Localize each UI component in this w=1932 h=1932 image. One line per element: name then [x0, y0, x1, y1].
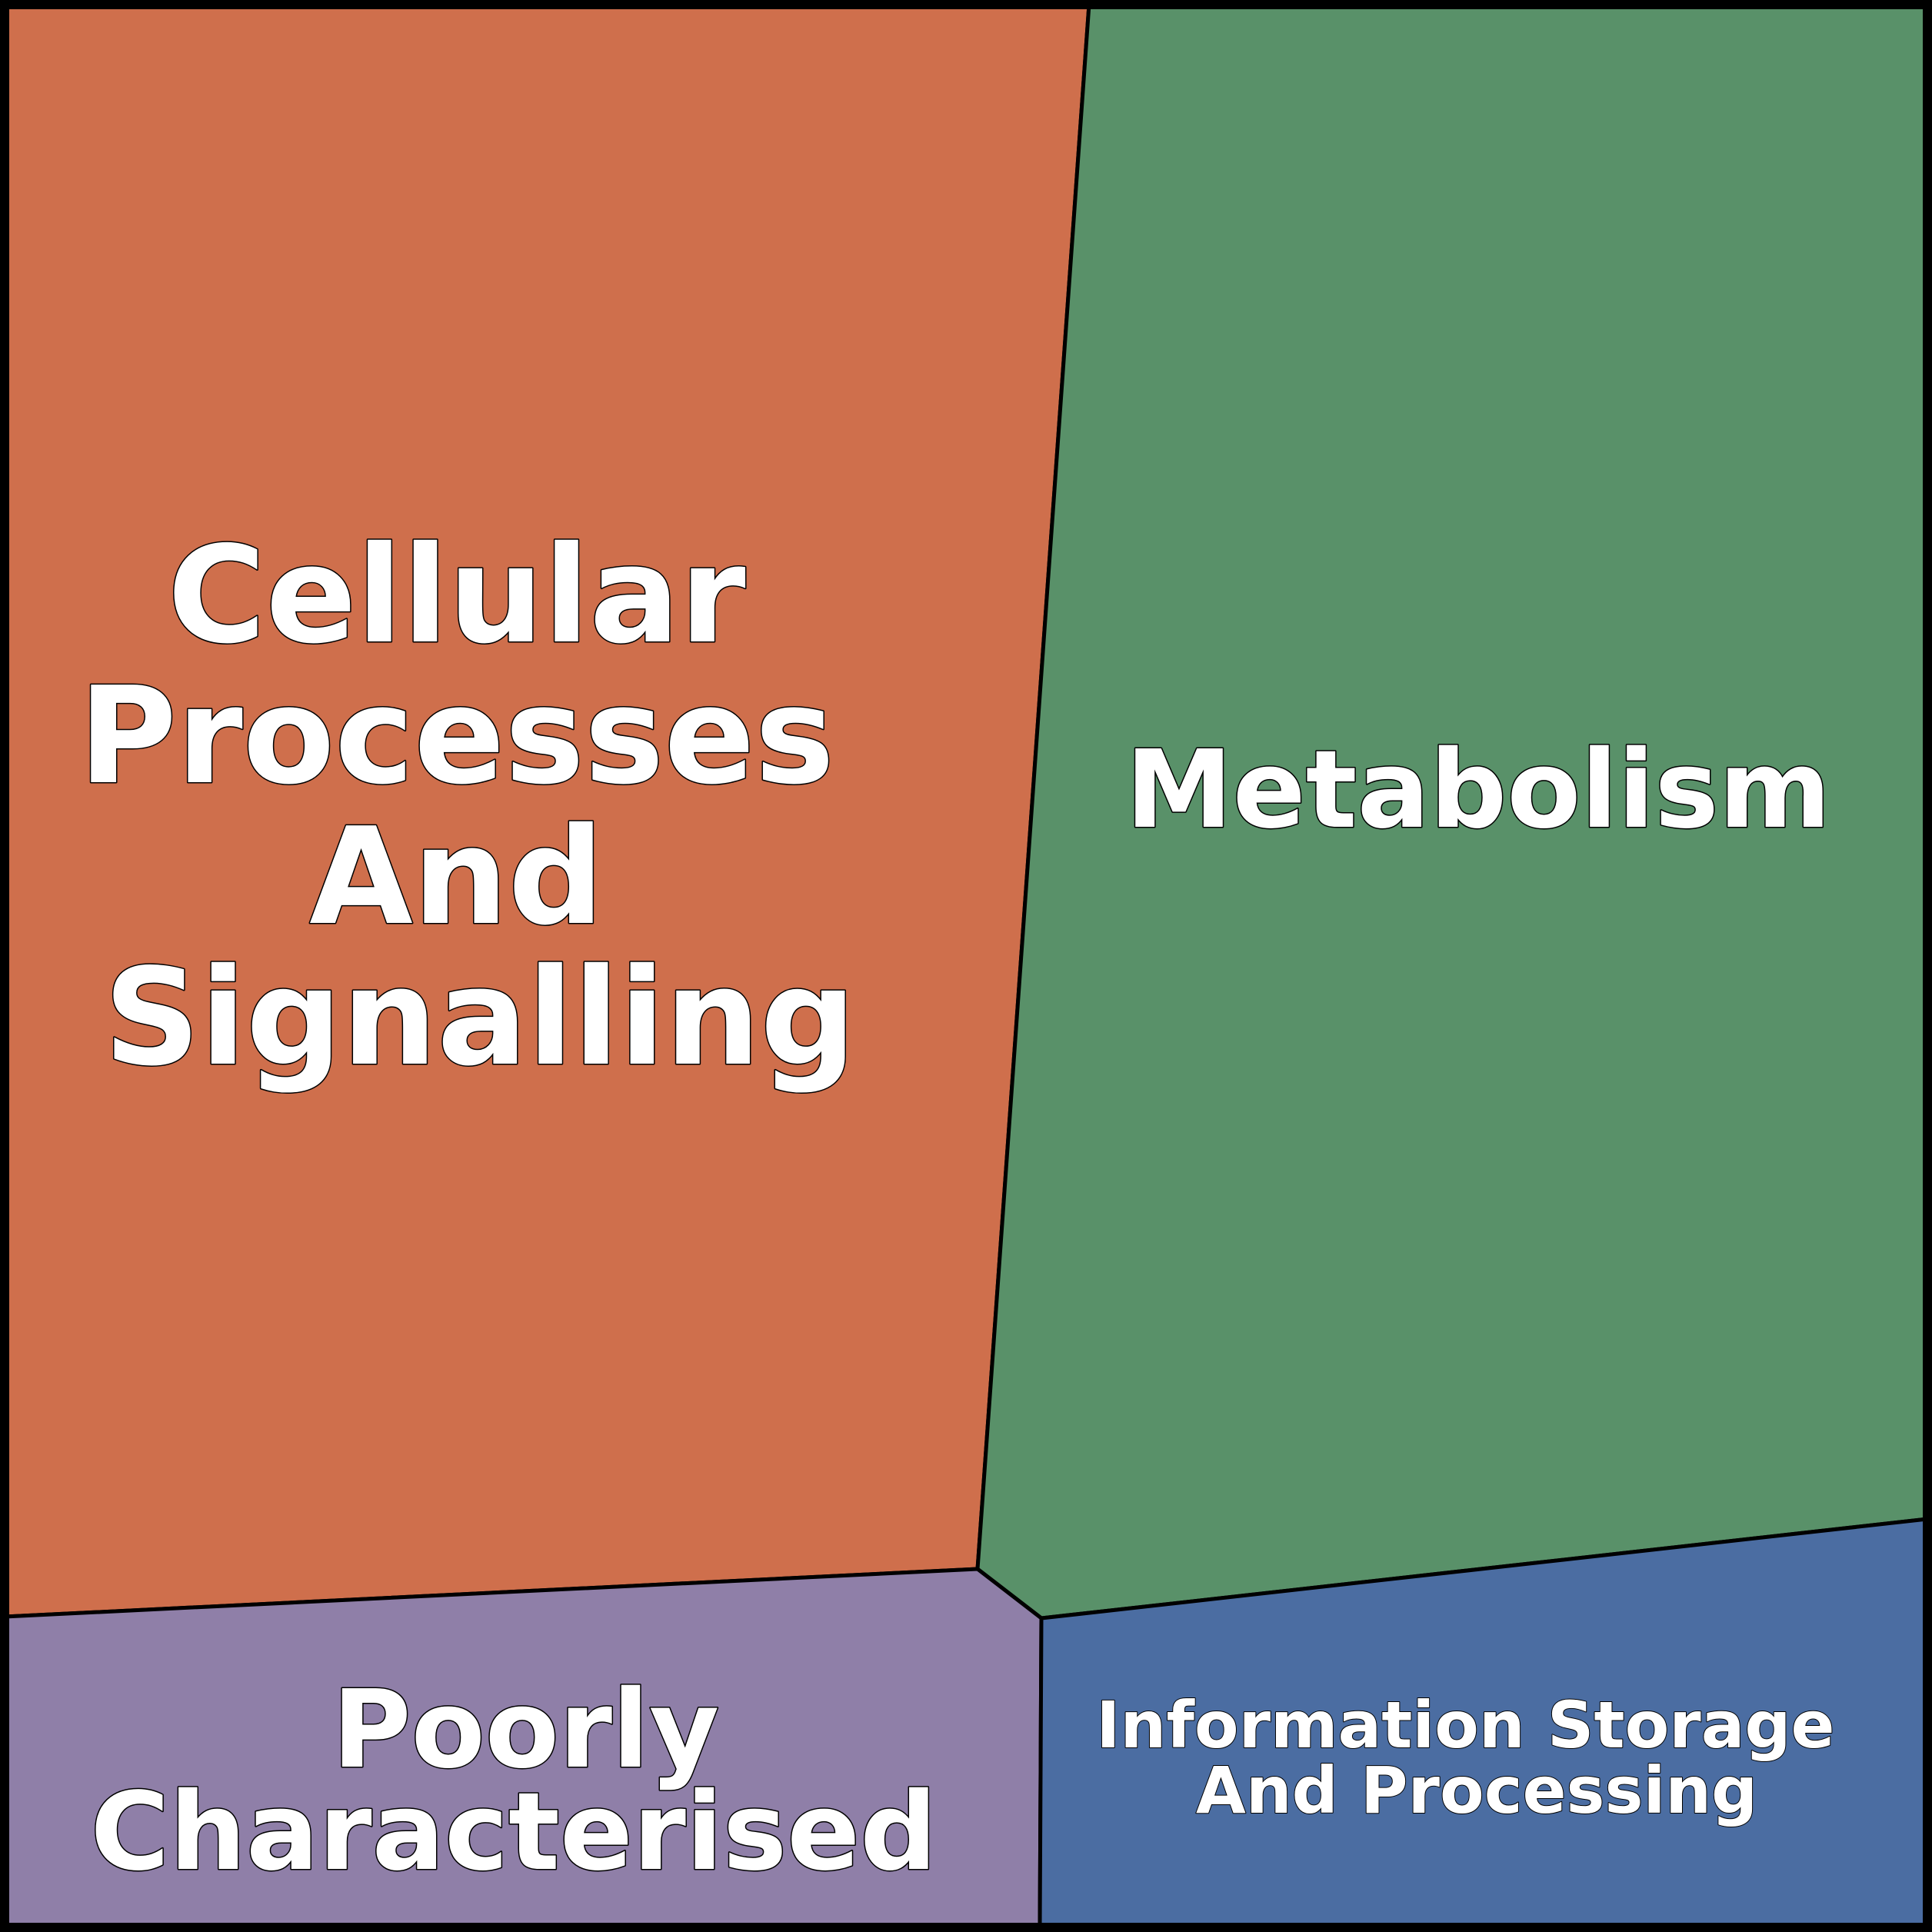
poorly-label-line-1: Poorly	[332, 1667, 719, 1793]
cellular-label-line-2: Processes	[78, 658, 834, 814]
region-metabolism: Metabolism	[975, 2, 1930, 1621]
information-label-line-2: And Processing	[1196, 1753, 1757, 1828]
cellular-label-line-4: Signalling	[104, 940, 856, 1096]
region-poorly-characterised: Poorly Characterised	[2, 1567, 1044, 1930]
poorly-label-line-2: Characterised	[91, 1770, 938, 1895]
metabolism-region-label: Metabolism	[1125, 728, 1830, 853]
information-label-line-1: Information Storage	[1096, 1687, 1834, 1763]
cellular-label-line-3: And	[309, 799, 604, 955]
cellular-region-label: Cellular Processes And Signalling	[78, 518, 881, 1096]
poorly-region-label: Poorly Characterised	[91, 1667, 938, 1895]
cellular-label-line-1: Cellular	[168, 518, 746, 674]
information-region-label: Information Storage And Processing	[1096, 1687, 1857, 1828]
region-information-storage-and-processing: Information Storage And Processing	[1038, 1517, 1930, 1930]
region-cellular-processes-and-signalling: Cellular Processes And Signalling	[2, 2, 1091, 1619]
metabolism-label-line-1: Metabolism	[1125, 728, 1830, 853]
